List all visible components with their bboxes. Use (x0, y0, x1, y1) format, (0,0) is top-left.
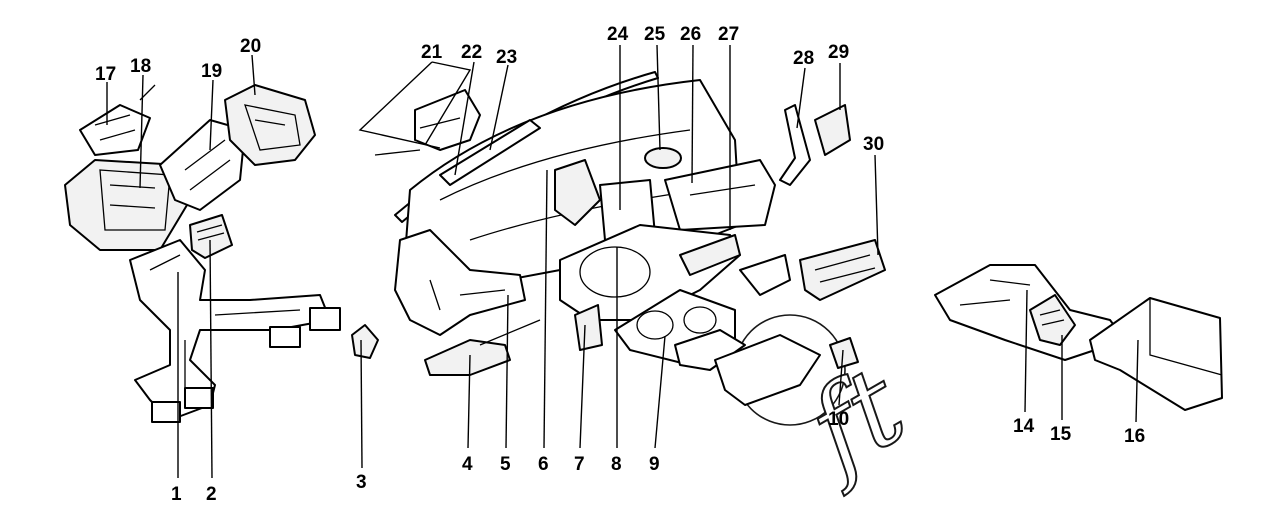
callout-labels: 1 2 3 4 5 6 7 8 9 10 14 15 16 17 18 19 2… (95, 24, 1145, 505)
callout-3: 3 (356, 472, 367, 493)
leader-lines (106, 44, 1139, 479)
callout-25: 25 (644, 24, 666, 45)
callout-22: 22 (461, 42, 482, 63)
callout-8: 8 (611, 454, 622, 475)
callout-7: 7 (574, 454, 585, 475)
callout-24: 24 (607, 24, 629, 45)
callout-17: 17 (95, 64, 116, 85)
callout-28: 28 (793, 48, 814, 69)
center-console-group (934, 264, 1223, 411)
dashboard-panel (351, 71, 886, 406)
callout-10: 10 (828, 409, 849, 430)
callout-30: 30 (863, 134, 884, 155)
callout-1: 1 (171, 484, 182, 505)
callout-23: 23 (496, 47, 517, 68)
callout-6: 6 (538, 454, 549, 475)
callout-27: 27 (718, 24, 739, 45)
callout-4: 4 (462, 454, 473, 475)
callout-19: 19 (201, 61, 222, 82)
callout-14: 14 (1013, 416, 1035, 437)
heater-unit-group (64, 84, 341, 423)
callout-9: 9 (649, 454, 660, 475)
callout-26: 26 (680, 24, 701, 45)
callout-21: 21 (421, 42, 443, 63)
callout-29: 29 (828, 42, 849, 63)
callout-18: 18 (130, 56, 151, 77)
callout-15: 15 (1050, 424, 1072, 445)
callout-2: 2 (206, 484, 217, 505)
callout-16: 16 (1124, 426, 1145, 447)
callout-20: 20 (240, 36, 261, 57)
callout-5: 5 (500, 454, 511, 475)
